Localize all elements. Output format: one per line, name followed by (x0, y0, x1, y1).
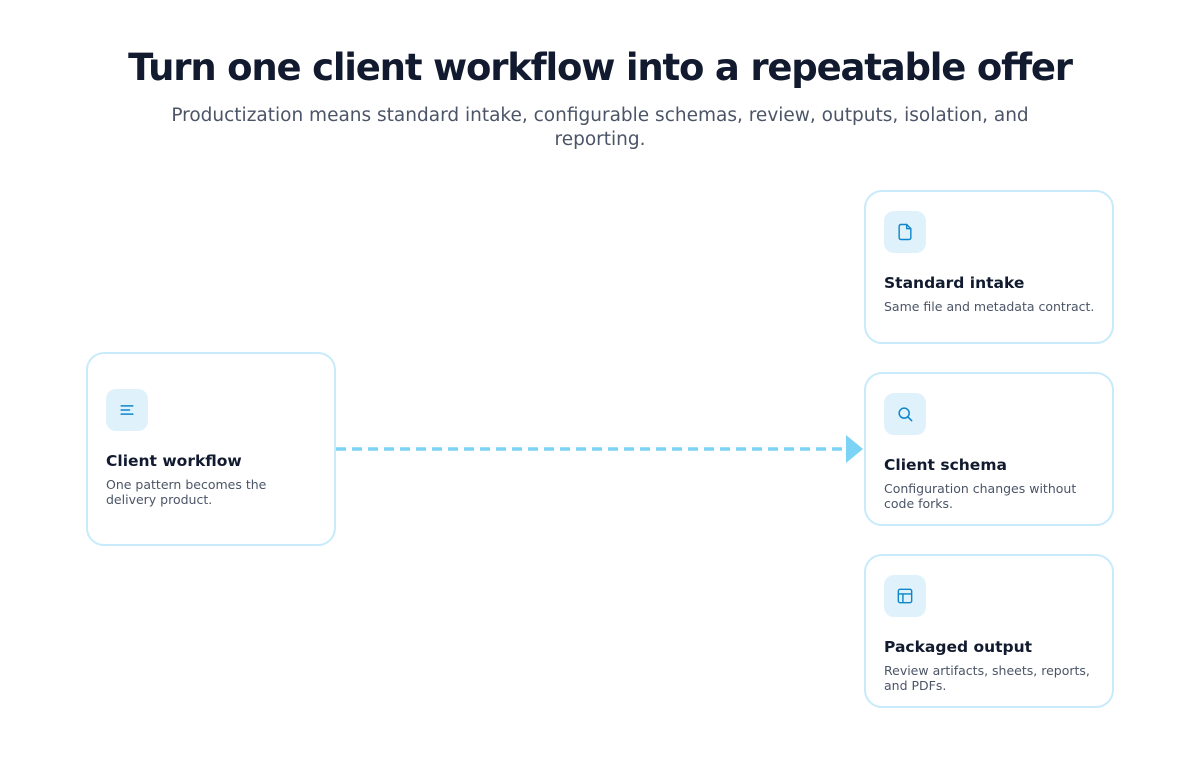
connector-arrow (336, 435, 863, 463)
target-card-description: Review artifacts, sheets, reports, and P… (884, 663, 1090, 693)
target-card-packaged-output: Packaged output Review artifacts, sheets… (864, 554, 1114, 708)
source-card-title: Client workflow (106, 452, 242, 470)
search-icon (884, 393, 926, 435)
target-card-description: Configuration changes without code forks… (884, 481, 1077, 511)
target-card-description: Same file and metadata contract. (884, 299, 1095, 314)
source-card-description: One pattern becomes the delivery product… (106, 477, 267, 507)
target-card-title: Standard intake (884, 274, 1025, 292)
layout-icon (884, 575, 926, 617)
target-card-standard-intake: Standard intake Same file and metadata c… (864, 190, 1114, 344)
file-icon (884, 211, 926, 253)
target-card-client-schema: Client schema Configuration changes with… (864, 372, 1114, 526)
diagram-title: Turn one client workflow into a repeatab… (128, 46, 1073, 89)
target-card-title: Packaged output (884, 638, 1033, 656)
source-card-client-workflow: Client workflow One pattern becomes the … (86, 352, 336, 546)
diagram-subtitle: Productization means standard intake, co… (171, 105, 1029, 150)
align-left-icon (106, 389, 148, 431)
target-card-title: Client schema (884, 456, 1007, 474)
